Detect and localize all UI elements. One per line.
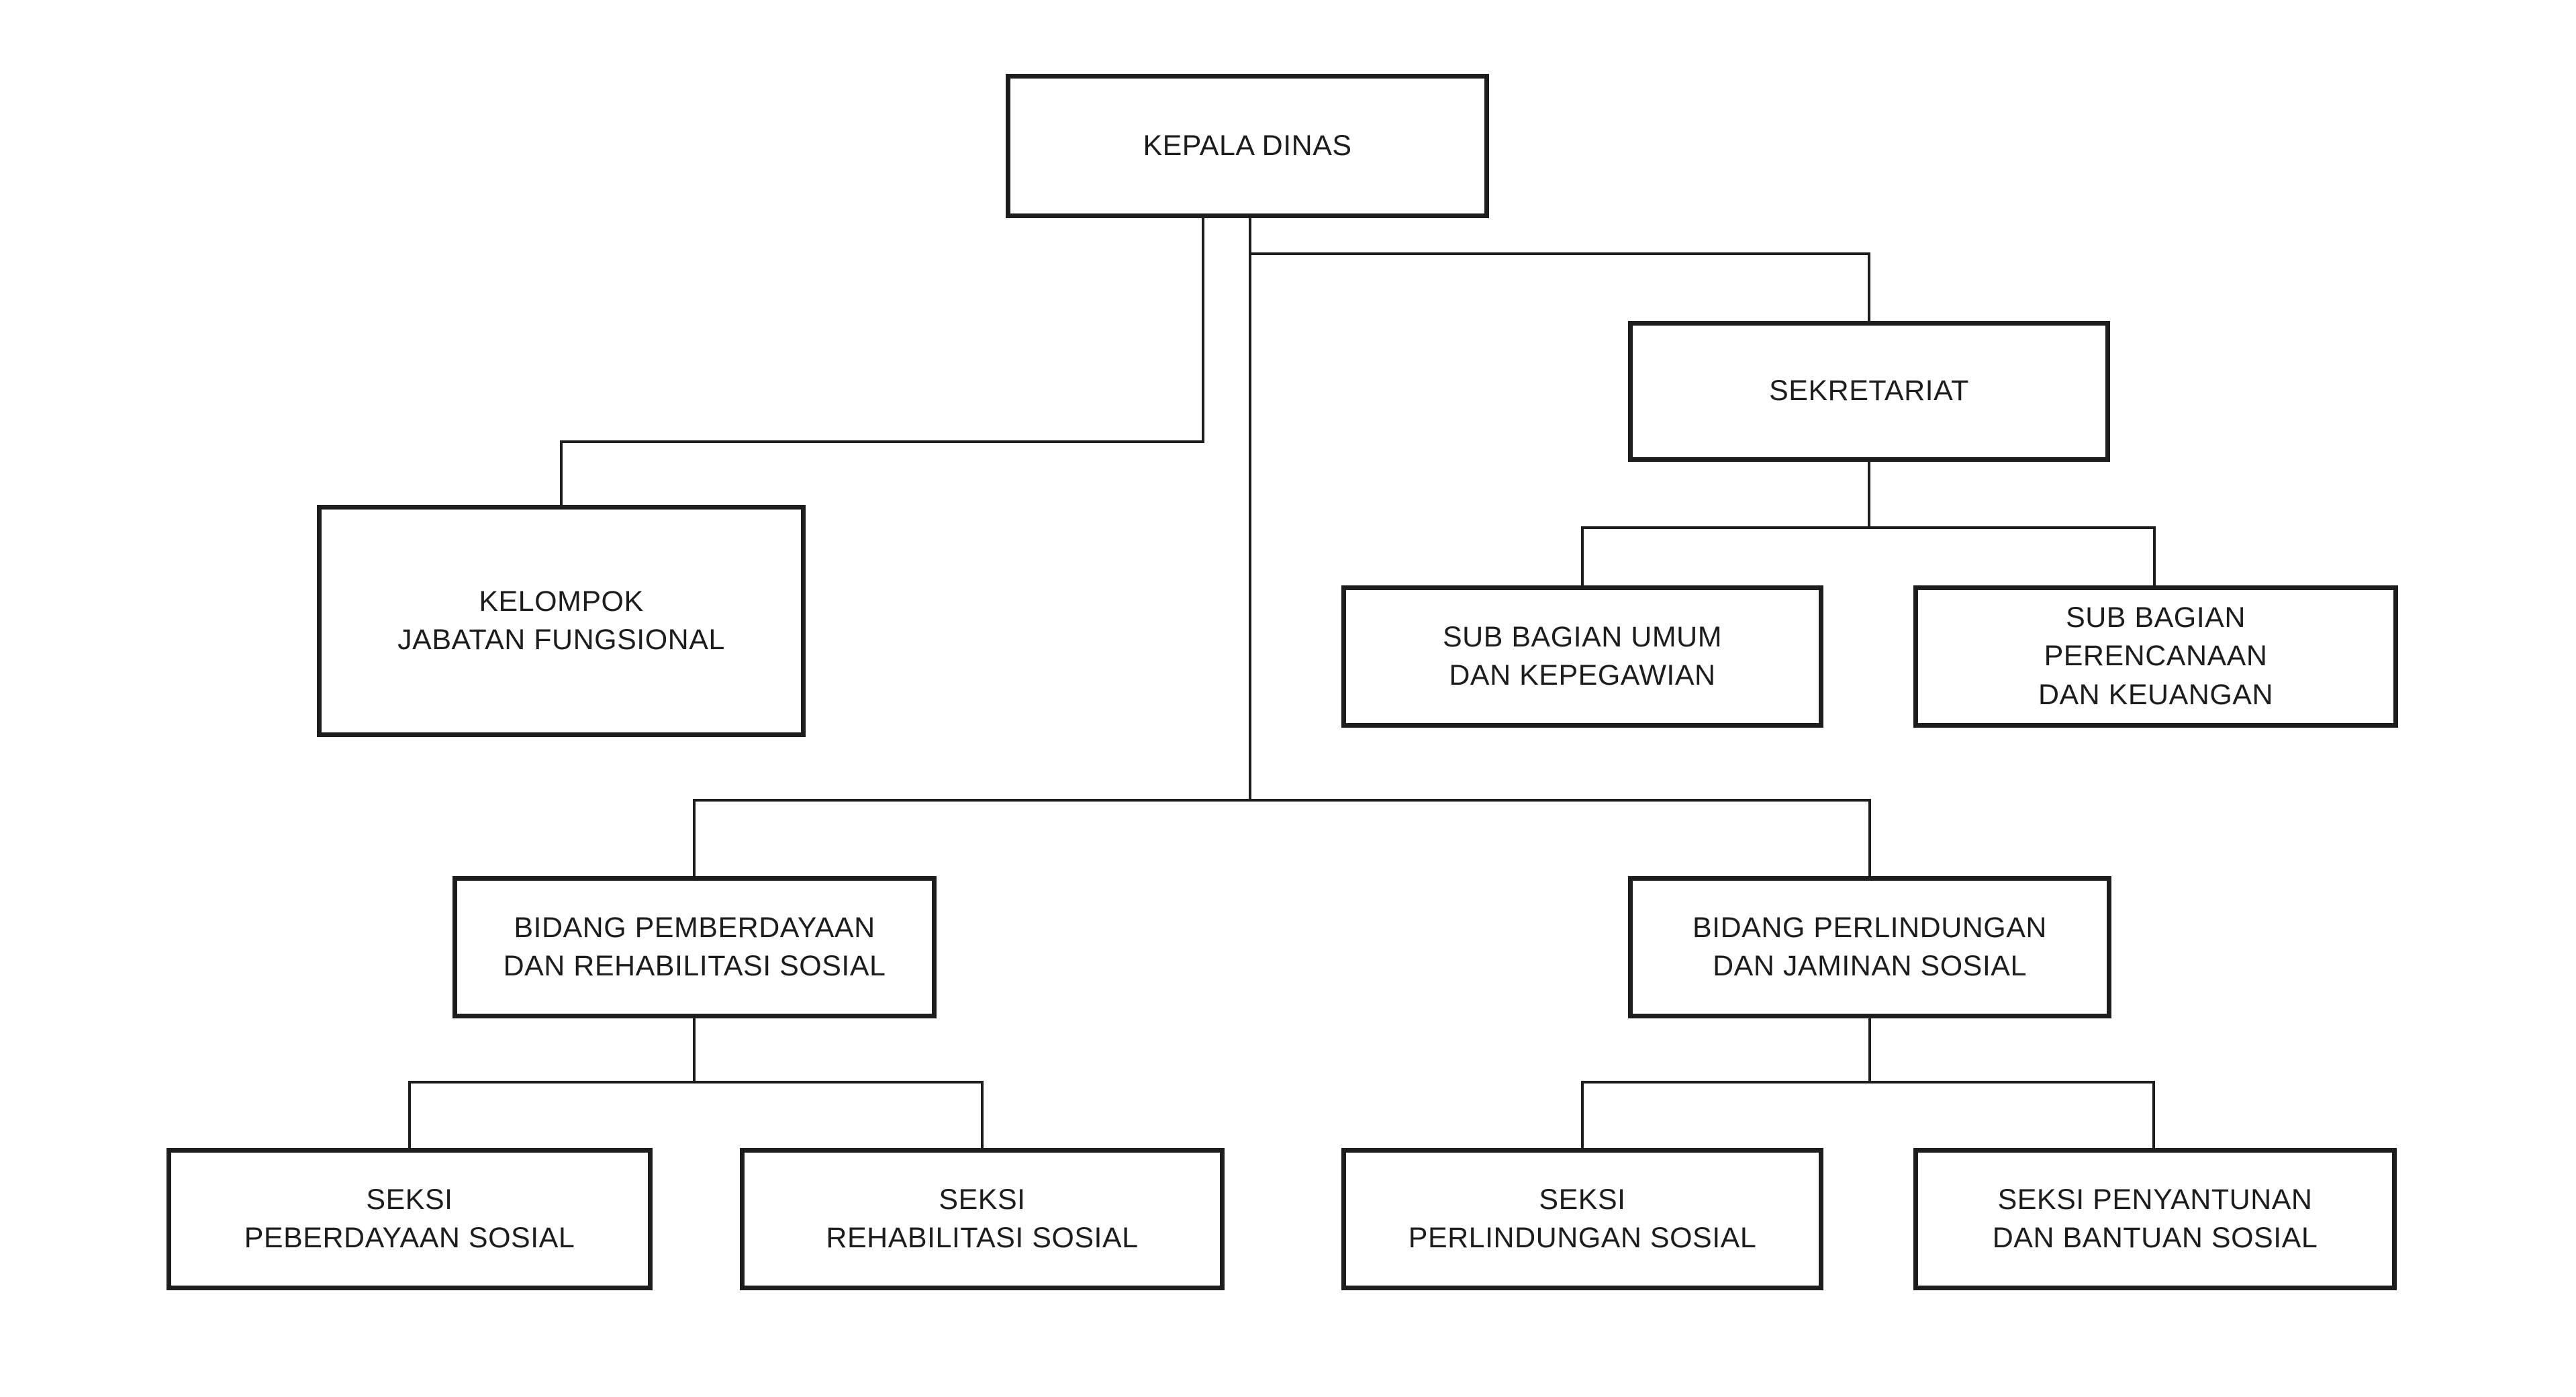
org-node-sub-bagian-perencanaan-label: SUB BAGIAN PERENCANAAN DAN KEUANGAN — [2038, 601, 2274, 711]
connector-seksi-rehabilitasi-drop — [981, 1081, 984, 1150]
connector-perlindungan-horizontal — [1582, 1081, 2155, 1083]
org-node-sekretariat-label: SEKRETARIAT — [1769, 375, 1969, 407]
org-node-seksi-peberdayaan: SEKSI PEBERDAYAAN SOSIAL — [166, 1148, 653, 1290]
connector-seksi-peberdayaan-drop — [408, 1081, 411, 1150]
connector-sekretariat-horizontal — [1250, 252, 1869, 255]
org-node-seksi-peberdayaan-label: SEKSI PEBERDAYAAN SOSIAL — [244, 1183, 575, 1254]
org-node-seksi-rehabilitasi: SEKSI REHABILITASI SOSIAL — [740, 1148, 1225, 1290]
org-node-kelompok-jabatan-fungsional: KELOMPOK JABATAN FUNGSIONAL — [317, 505, 806, 737]
connector-trunk-vertical — [1249, 218, 1251, 800]
connector-kelompok-horizontal — [561, 440, 1204, 443]
connector-pemberdayaan-horizontal — [410, 1081, 982, 1083]
connector-subbagian-perencanaan-drop — [2153, 526, 2156, 588]
org-node-seksi-perlindungan-label: SEKSI PERLINDUNGAN SOSIAL — [1408, 1183, 1757, 1254]
org-node-seksi-penyantunan-label: SEKSI PENYANTUNAN DAN BANTUAN SOSIAL — [1992, 1183, 2318, 1254]
connector-subbagian-umum-drop — [1581, 526, 1584, 588]
org-node-sub-bagian-umum: SUB BAGIAN UMUM DAN KEPEGAWIAN — [1341, 585, 1823, 728]
connector-sekretariat-vertical-lower — [1868, 462, 1870, 528]
connector-seksi-perlindungan-drop — [1581, 1081, 1584, 1150]
org-node-kepala-dinas: KEPALA DINAS — [1006, 74, 1489, 218]
connector-seksi-penyantunan-drop — [2152, 1081, 2155, 1150]
connector-pemberdayaan-vertical — [693, 1018, 696, 1082]
connector-kelompok-vertical-upper — [1202, 218, 1204, 443]
org-node-bidang-pemberdayaan-label: BIDANG PEMBERDAYAAN DAN REHABILITASI SOS… — [503, 911, 886, 982]
org-node-sub-bagian-umum-label: SUB BAGIAN UMUM DAN KEPEGAWIAN — [1442, 620, 1723, 691]
connector-bidang-pemberdayaan-drop — [693, 799, 696, 879]
connector-perlindungan-vertical — [1868, 1018, 1871, 1082]
connector-bidang-horizontal — [694, 799, 1870, 802]
connector-bidang-perlindungan-drop — [1868, 799, 1871, 879]
org-node-bidang-perlindungan-label: BIDANG PERLINDUNGAN DAN JAMINAN SOSIAL — [1692, 911, 2047, 982]
org-node-seksi-penyantunan: SEKSI PENYANTUNAN DAN BANTUAN SOSIAL — [1913, 1148, 2397, 1290]
connector-subbagian-horizontal — [1582, 526, 2154, 529]
org-node-seksi-perlindungan: SEKSI PERLINDUNGAN SOSIAL — [1341, 1148, 1823, 1290]
org-node-kelompok-jabatan-fungsional-label: KELOMPOK JABATAN FUNGSIONAL — [397, 585, 725, 656]
org-node-sub-bagian-perencanaan: SUB BAGIAN PERENCANAAN DAN KEUANGAN — [1913, 585, 2398, 728]
org-node-kepala-dinas-label: KEPALA DINAS — [1143, 129, 1352, 162]
org-node-bidang-perlindungan: BIDANG PERLINDUNGAN DAN JAMINAN SOSIAL — [1628, 876, 2111, 1018]
org-node-bidang-pemberdayaan: BIDANG PEMBERDAYAAN DAN REHABILITASI SOS… — [452, 876, 937, 1018]
connector-sekretariat-drop — [1868, 252, 1870, 324]
connector-kelompok-drop — [560, 440, 563, 508]
org-node-sekretariat: SEKRETARIAT — [1628, 321, 2110, 462]
org-node-seksi-rehabilitasi-label: SEKSI REHABILITASI SOSIAL — [826, 1183, 1139, 1254]
